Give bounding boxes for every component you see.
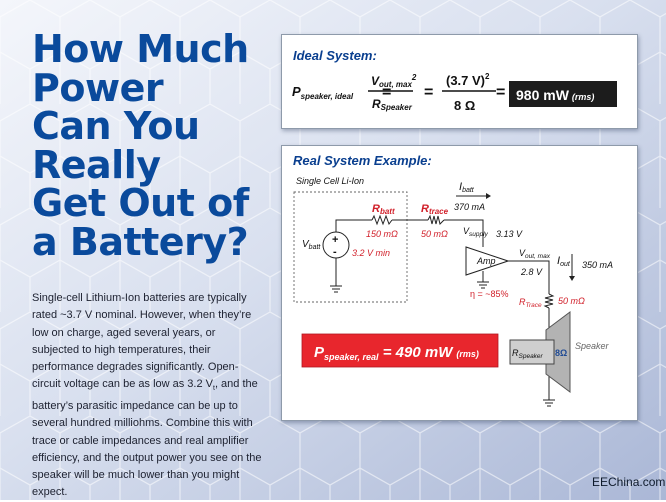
- voutmax-label: Vout, max: [519, 248, 551, 260]
- body-text-subscript: t: [212, 385, 215, 393]
- ground-symbol-amp-icon: [477, 281, 489, 289]
- rbatt-resistor-icon: [371, 214, 393, 226]
- battery-plus-sign: +: [332, 234, 338, 246]
- battery-type-label: Single Cell Li-Ion: [296, 176, 364, 186]
- headline-line: How Much: [32, 27, 249, 71]
- ideal-denominator-8-ohm: 8 Ω: [454, 98, 475, 113]
- ideal-numerator-3-7v: (3.7 V)2: [446, 72, 490, 88]
- wire-amp-output: [507, 260, 550, 294]
- headline-line: Get Out of: [32, 181, 249, 225]
- iout-label: Iout: [557, 255, 571, 268]
- vsupply-label: Vsupply: [463, 226, 489, 238]
- ground-symbol-battery-icon: [330, 285, 342, 293]
- amp-efficiency: η = ~85%: [470, 289, 509, 299]
- rtrace2-resistor-icon: [543, 293, 555, 309]
- real-result-box: [301, 333, 499, 368]
- ideal-equals-1: =: [382, 84, 391, 101]
- rtrace-value: 50 mΩ: [421, 229, 448, 239]
- battery-source-icon: [322, 231, 350, 259]
- amp-label: Amp: [476, 256, 496, 266]
- ideal-equals-3: =: [496, 84, 505, 101]
- battery-dashed-box: [293, 191, 408, 303]
- body-text-part: Single-cell Lithium-Ion batteries are ty…: [32, 292, 252, 391]
- amplifier-icon: [465, 246, 510, 276]
- rtrace2-value: 50 mΩ: [558, 296, 585, 306]
- speaker-label: Speaker: [575, 341, 610, 351]
- ideal-equals-2: =: [424, 84, 433, 101]
- vsupply-value: 3.13 V: [496, 229, 523, 239]
- vbatt-label: Vbatt: [302, 239, 321, 251]
- headline-line: Really: [32, 142, 161, 187]
- ideal-heading: Ideal System:: [293, 48, 377, 63]
- ideal-numerator-vout: Vout, max2: [371, 73, 417, 89]
- rtrace-resistor-icon: [427, 214, 445, 225]
- speaker-voice-coil-box: [509, 339, 555, 365]
- rspeaker-value: 8Ω: [555, 348, 567, 358]
- rbatt-label: Rbatt: [372, 203, 395, 216]
- headline-line: Power: [32, 65, 164, 110]
- headline-line: Can You: [32, 104, 200, 148]
- real-system-panel: [281, 145, 638, 421]
- ideal-result-box: [509, 81, 617, 107]
- rtrace-label: Rtrace: [421, 203, 449, 216]
- real-result-value: Pspeaker, real = 490 mW(rms): [314, 344, 479, 362]
- ideal-result-value: 980 mW(rms): [516, 87, 594, 103]
- ground-symbol-speaker-icon: [543, 399, 555, 407]
- rtrace2-label: RTrace: [519, 297, 542, 309]
- real-heading: Real System Example:: [293, 153, 432, 168]
- wire-top: [335, 219, 372, 232]
- wire-to-amp: [444, 219, 484, 247]
- watermark: EEChina.com: [592, 475, 666, 489]
- ideal-denominator-rspeaker: RSpeaker: [372, 97, 413, 112]
- headline-line: a Battery?: [32, 219, 249, 264]
- voutmax-value: 2.8 V: [520, 267, 543, 277]
- ibatt-value: 370 mA: [454, 202, 485, 212]
- battery-minus-sign: -: [333, 246, 337, 258]
- body-paragraph: Single-cell Lithium-Ion batteries are ty…: [32, 290, 264, 502]
- iout-value: 350 mA: [582, 260, 613, 270]
- ibatt-label: Ibatt: [459, 181, 475, 194]
- rspeaker-label: RSpeaker: [512, 348, 544, 360]
- body-text-part: , and the battery’s parasitic impedance …: [32, 378, 262, 499]
- ibatt-arrow-icon: [486, 193, 491, 199]
- vbatt-value: 3.2 V min: [352, 248, 390, 258]
- rbatt-value: 150 mΩ: [366, 229, 398, 239]
- headline: How Much Power Can You Really Get Out of…: [32, 30, 282, 261]
- iout-arrow-icon: [569, 276, 575, 281]
- ideal-p-speaker-label: Pspeaker, ideal: [292, 84, 354, 101]
